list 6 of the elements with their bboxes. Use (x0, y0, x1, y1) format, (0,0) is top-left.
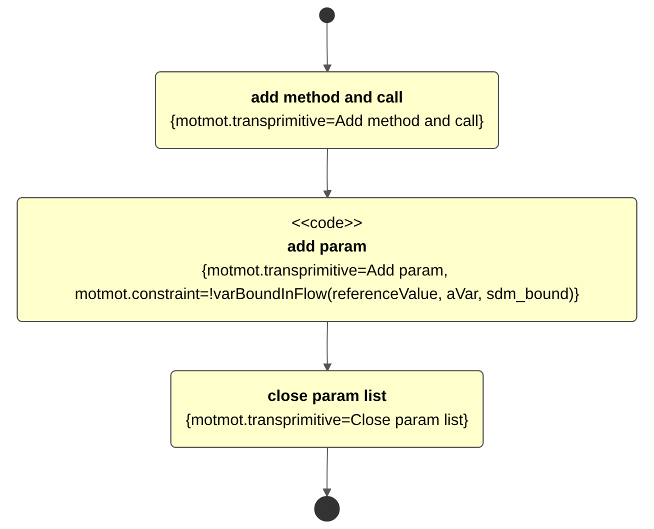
arrow (323, 148, 332, 199)
arrow (323, 22, 332, 73)
arrow (323, 322, 332, 372)
node-circle (319, 7, 335, 24)
node-circle (314, 496, 340, 522)
arrow (322, 447, 332, 497)
